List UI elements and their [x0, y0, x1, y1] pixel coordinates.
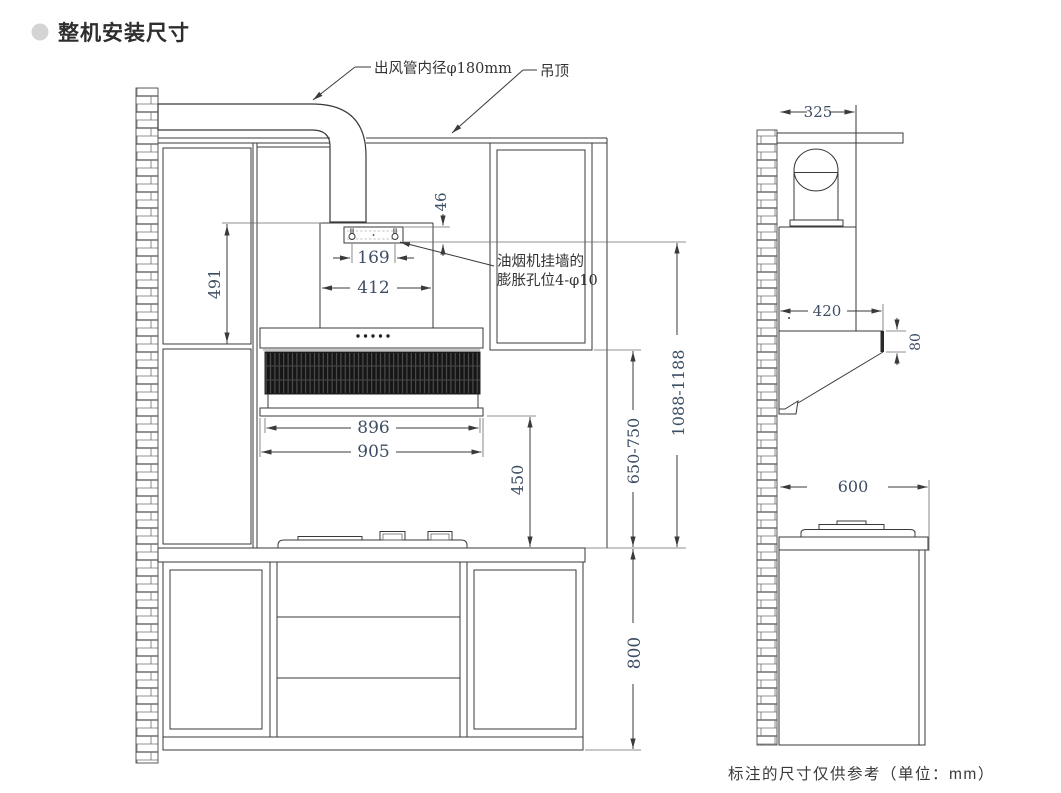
dim-body-width: 896: [357, 418, 389, 438]
mount-holes-label-line2: 膨胀孔位4-φ10: [497, 272, 598, 289]
left-cabinet-column: [162, 143, 330, 548]
side-view: 325 420 80 600: [756, 103, 930, 746]
dim-ref-dot: [788, 317, 790, 319]
burner-grate-left: [379, 531, 406, 541]
footer-note: 标注的尺寸仅供参考（单位：mm）: [728, 765, 995, 783]
hood-chimney-front: [319, 222, 434, 328]
base-cabinet-front: [162, 561, 584, 751]
keyhole-right-icon: [391, 228, 399, 240]
dim-chimney-depth: 325: [804, 103, 833, 121]
exhaust-duct-side: [789, 148, 844, 227]
cooktop-knob-side: [836, 520, 867, 525]
front-view: 出风管内径φ180mm 吊顶 油烟机挂墙的 膨胀孔位4-φ10 46 169: [135, 60, 688, 764]
ceiling-board-side: [776, 132, 904, 144]
dim-chimney-height: 491: [205, 269, 224, 300]
bracket-center-dot: [372, 234, 375, 236]
dim-chimney-width: 412: [357, 278, 389, 298]
mounting-bracket: [343, 226, 404, 244]
front-dimensions: 46 169 412 491 896: [205, 192, 688, 751]
dim-hole-spacing: 169: [357, 248, 389, 268]
page-title: 整机安装尺寸: [58, 21, 190, 45]
leader-labels: 出风管内径φ180mm 吊顶 油烟机挂墙的 膨胀孔位4-φ10: [312, 60, 598, 289]
dim-counter-height: 800: [625, 637, 645, 669]
duct-diameter-label: 出风管内径φ180mm: [374, 60, 512, 77]
burner-grate-right: [427, 531, 453, 541]
wall-side: [756, 129, 778, 746]
exhaust-duct: [157, 103, 367, 223]
countertop-side: [778, 520, 929, 551]
dim-hood-bottom-to-counter: 450: [508, 465, 527, 496]
grease-filter-grille: [264, 351, 481, 395]
range-hood-front: [259, 327, 484, 417]
right-upper-cabinet: [489, 142, 593, 351]
page-header: 整机安装尺寸: [31, 21, 190, 45]
cooktop-base: [277, 539, 468, 548]
keyhole-left-icon: [348, 228, 356, 240]
dim-holes-to-counter: 1088-1188: [669, 350, 688, 437]
dim-cabinet-bottom-to-counter: 650-750: [624, 418, 643, 484]
ceiling-label: 吊顶: [540, 64, 569, 80]
cooktop-base-side: [800, 529, 916, 537]
title-bullet-icon: [31, 23, 49, 41]
dim-bracket-to-hole: 46: [432, 192, 450, 211]
dim-counter-depth: 600: [838, 477, 869, 496]
cooktop-mid-side: [818, 524, 885, 530]
cooktop-panel: [297, 536, 363, 541]
countertop-front: [157, 531, 586, 563]
wall-front: [135, 87, 159, 764]
range-hood-side: [778, 330, 884, 415]
mount-holes-label-line1: 油烟机挂墙的: [497, 253, 584, 270]
dim-hood-depth: 420: [813, 302, 842, 320]
control-buttons-icon: [356, 334, 390, 338]
base-cabinet-side: [778, 549, 926, 746]
side-dimensions: 325 420 80 600: [780, 103, 930, 551]
hood-front-edge: [880, 331, 884, 352]
dim-front-edge-height: 80: [908, 333, 924, 351]
dim-overall-width: 905: [357, 442, 389, 462]
hood-chimney-side: [778, 105, 857, 331]
